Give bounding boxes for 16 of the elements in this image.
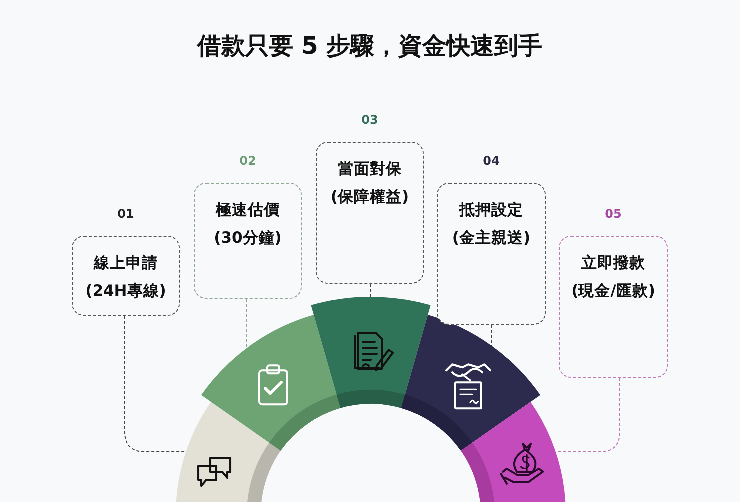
leader-line bbox=[555, 378, 620, 452]
step-number: 02 bbox=[238, 154, 258, 168]
step-number: 03 bbox=[360, 113, 380, 127]
step-number: 05 bbox=[604, 207, 623, 221]
leader-line bbox=[370, 284, 372, 298]
step-label: 線上申請(24H專線) bbox=[84, 253, 168, 302]
step-label: 立即撥款(現金/匯款) bbox=[570, 253, 656, 302]
title: 借款只要 5 步驟，資金快速到手 bbox=[196, 31, 544, 62]
step-label: 當面對保(保障權益) bbox=[330, 159, 410, 208]
step-label: 抵押設定(金主親送) bbox=[451, 200, 532, 249]
leader-line bbox=[246, 298, 248, 349]
leader-line bbox=[124, 316, 187, 452]
arc-segment bbox=[461, 402, 566, 502]
step-number: 04 bbox=[482, 154, 501, 168]
step-number: 01 bbox=[116, 207, 136, 221]
step-label: 極速估價(30分鐘) bbox=[213, 200, 283, 249]
